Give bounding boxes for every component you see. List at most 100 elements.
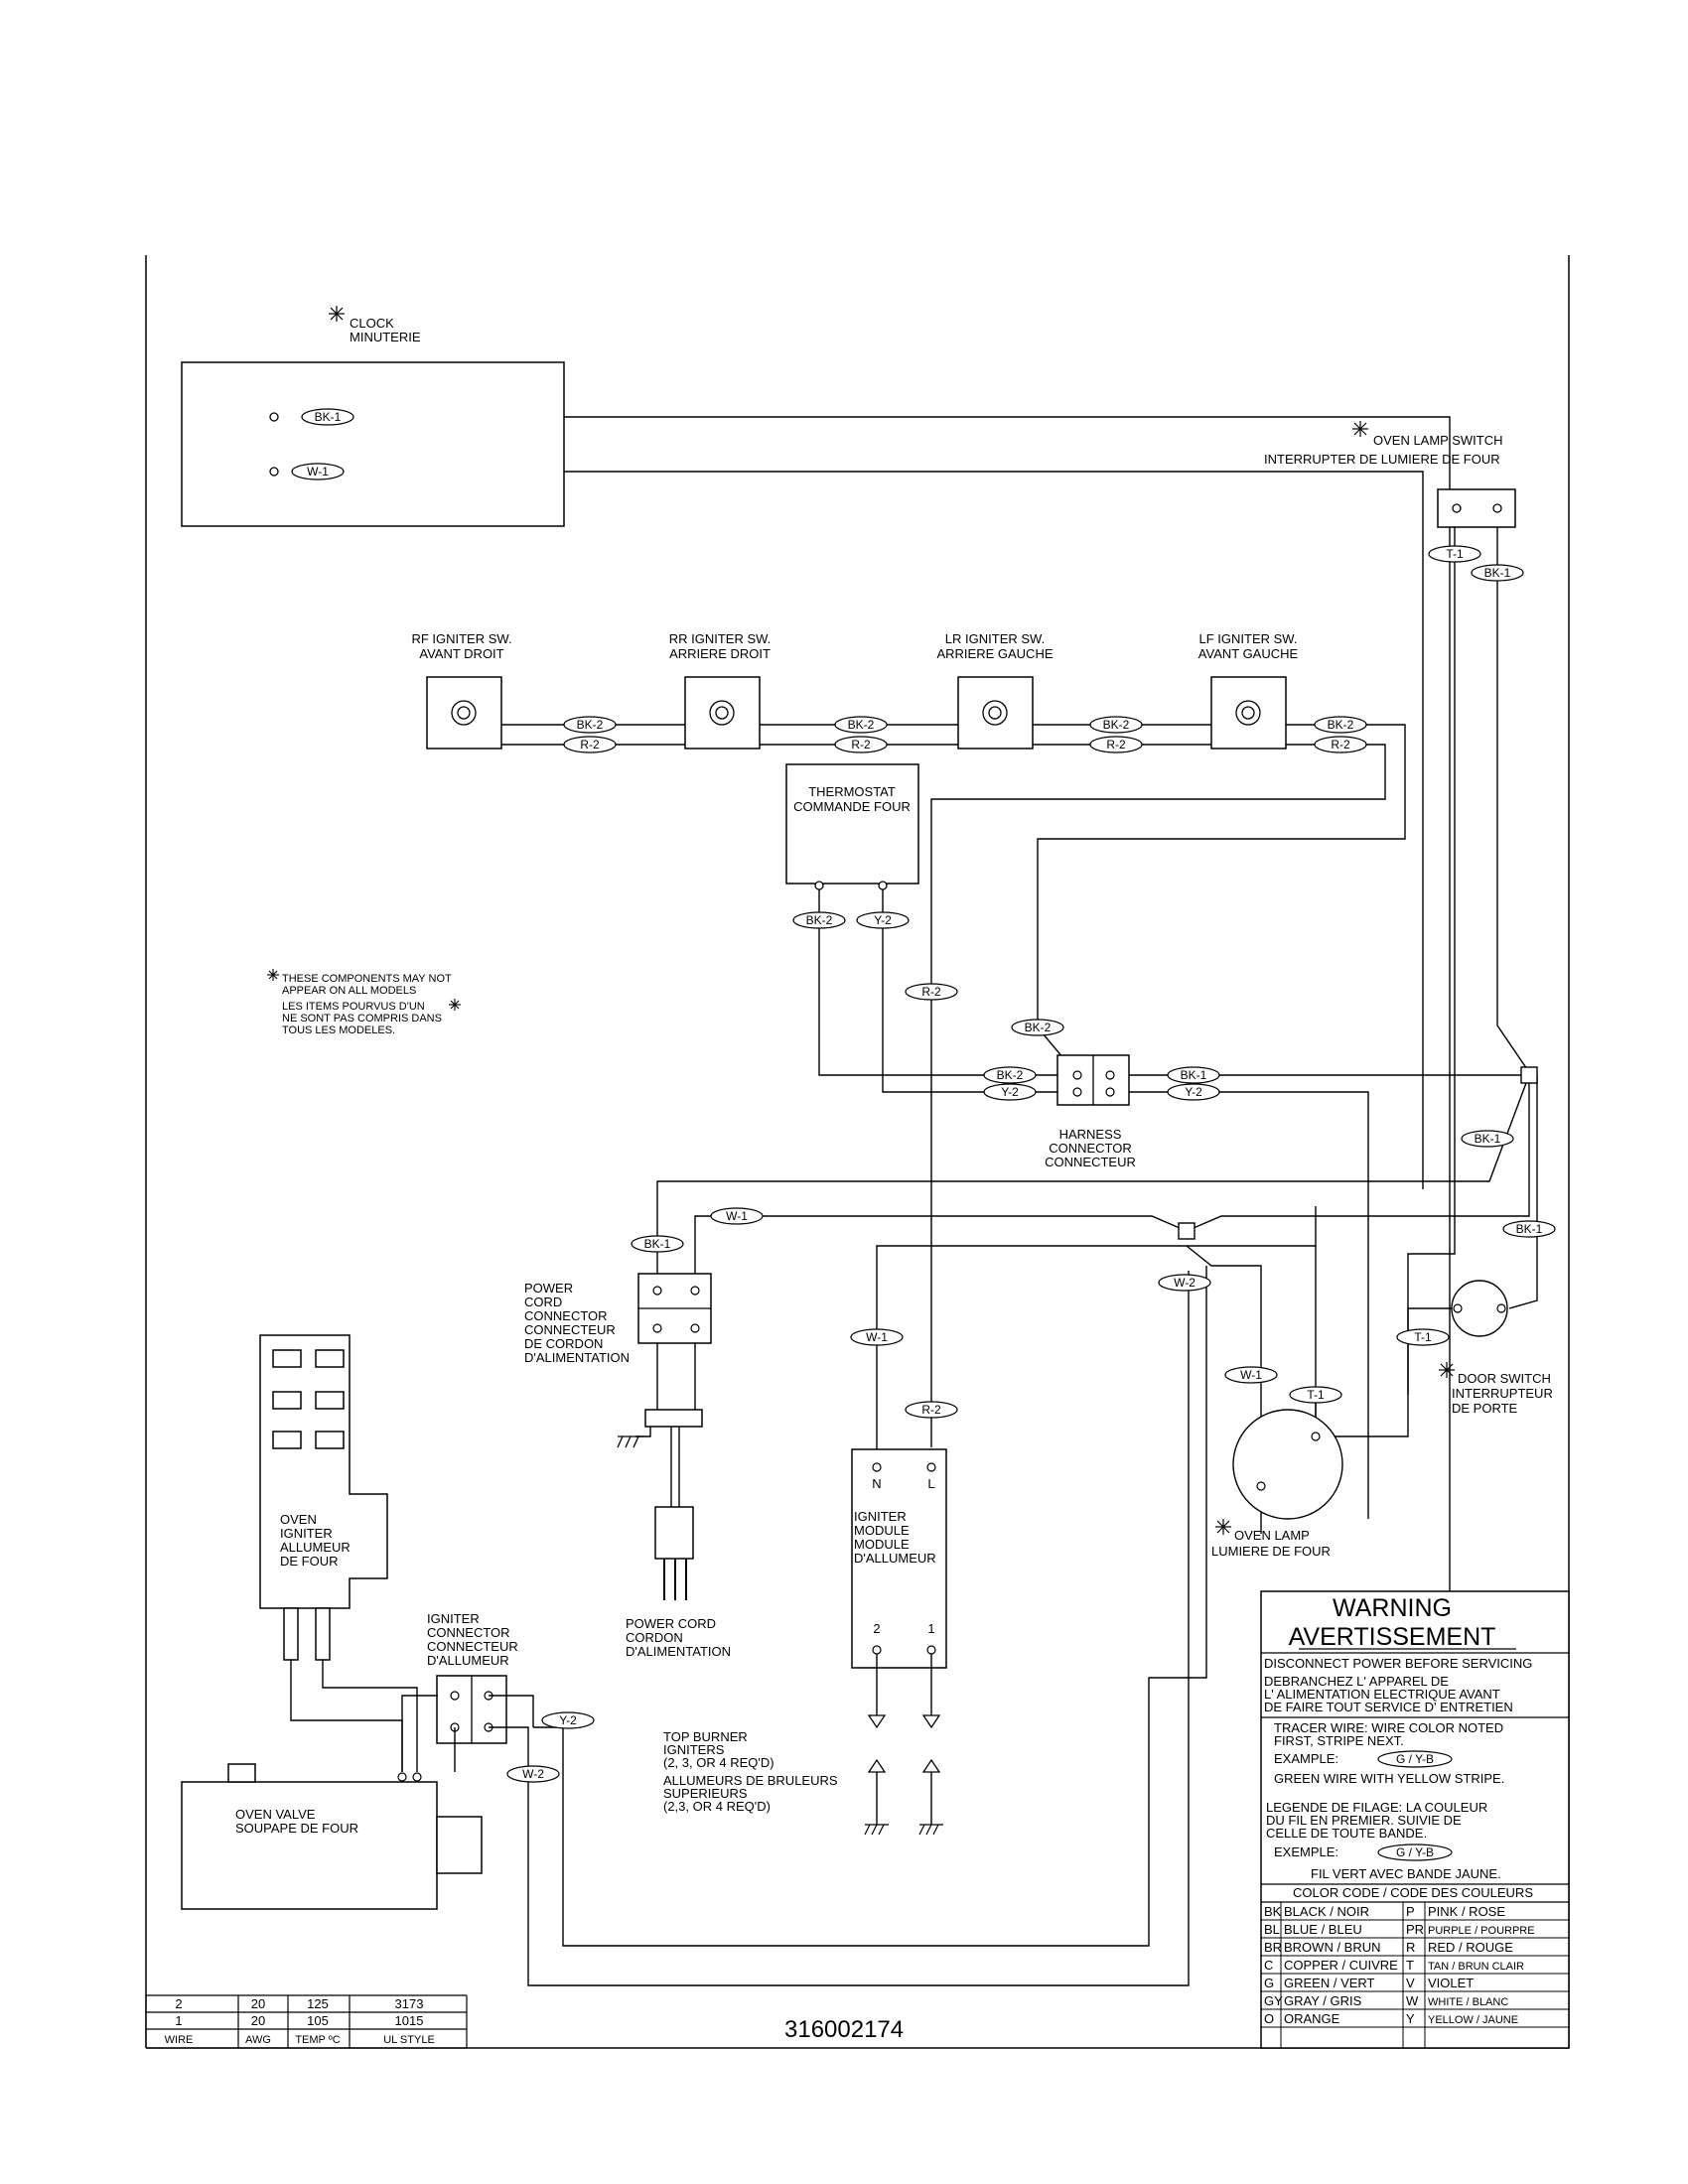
svg-text:BK-1: BK-1 [1516, 1222, 1543, 1236]
svg-text:EXAMPLE:: EXAMPLE: [1274, 1751, 1338, 1766]
lamp-switch-box [1437, 488, 1516, 528]
svg-text:BK-2: BK-2 [1025, 1021, 1052, 1034]
svg-text:W-2: W-2 [522, 1767, 544, 1781]
svg-text:BK-2: BK-2 [1103, 718, 1130, 732]
svg-text:BK-1: BK-1 [1484, 566, 1511, 580]
igniter-switches: RF IGNITER SW.AVANT DROIT RR IGNITER SW.… [411, 631, 1299, 750]
svg-text:R: R [1406, 1940, 1415, 1955]
svg-text:G: G [1264, 1976, 1274, 1990]
wire-tag-w2-mid: W-2 [1158, 1274, 1211, 1292]
svg-text:UL STYLE: UL STYLE [383, 2034, 435, 2046]
wire-tag-right-bk-a: BK-1 [1461, 1130, 1514, 1148]
svg-text:R-2: R-2 [1331, 738, 1350, 751]
svg-text:ORANGE: ORANGE [1284, 2011, 1340, 2026]
svg-text:Y: Y [1406, 2011, 1415, 2026]
svg-text:WIRE: WIRE [165, 2034, 194, 2046]
svg-text:BLACK / NOIR: BLACK / NOIR [1284, 1904, 1369, 1919]
color-code-row: C COPPER / CUIVRE T TAN / BRUN CLAIR [1261, 1958, 1569, 1975]
svg-text:Y-2: Y-2 [559, 1713, 577, 1727]
wire-tag-lamp-sw-t: T-1 [1428, 545, 1481, 563]
asterisk-icon [267, 969, 279, 981]
svg-text:RR IGNITER SW.ARRIERE DROIT: RR IGNITER SW.ARRIERE DROIT [669, 631, 772, 661]
wire-tag-w1-module: W-1 [850, 1328, 904, 1346]
svg-text:3173: 3173 [395, 1996, 424, 2011]
svg-text:W: W [1406, 1993, 1419, 2008]
wire-tag-bk2-vert: BK-2 [1011, 1019, 1064, 1036]
wire-tag-thermo-y: Y-2 [856, 911, 910, 929]
svg-text:TAN / BRUN CLAIR: TAN / BRUN CLAIR [1428, 1961, 1524, 1973]
svg-text:C: C [1264, 1958, 1273, 1973]
wire-tag-sw2-r: R-2 [834, 736, 888, 753]
svg-text:125: 125 [307, 1996, 329, 2011]
svg-text:V: V [1406, 1976, 1415, 1990]
svg-text:BR: BR [1264, 1940, 1282, 1955]
svg-text:W-1: W-1 [866, 1330, 888, 1344]
svg-text:BK-2: BK-2 [848, 718, 875, 732]
svg-text:2: 2 [175, 1996, 182, 2011]
svg-text:LR IGNITER SW.ARRIERE GAUCHE: LR IGNITER SW.ARRIERE GAUCHE [936, 631, 1053, 661]
svg-text:BL: BL [1264, 1922, 1280, 1937]
svg-text:1: 1 [175, 2013, 182, 2028]
svg-text:BK-2: BK-2 [577, 718, 604, 732]
svg-text:T-1: T-1 [1446, 547, 1464, 561]
wire-table-row: 1 20 105 1015 [175, 2013, 423, 2028]
wire-tags: BK-1W-1T-1BK-1BK-2R-2BK-2R-2BK-2R-2BK-2R… [291, 408, 1556, 1783]
svg-text:BK-2: BK-2 [997, 1068, 1024, 1082]
svg-text:GRAY / GRIS: GRAY / GRIS [1284, 1993, 1362, 2008]
wire-tag-power-w: W-1 [710, 1207, 764, 1225]
svg-text:LF IGNITER SW.AVANT GAUCHE: LF IGNITER SW.AVANT GAUCHE [1198, 631, 1299, 661]
rf-igniter-switch: RF IGNITER SW.AVANT DROIT [411, 631, 512, 750]
svg-text:T: T [1406, 1958, 1414, 1973]
svg-text:105: 105 [307, 2013, 329, 2028]
wire-tag-lamp-w: W-1 [1224, 1366, 1278, 1384]
wire-tag-harness-out-bk: BK-1 [1167, 1066, 1220, 1084]
wire-tag-lamp-sw-bk: BK-1 [1471, 564, 1524, 582]
ground-icon [864, 1824, 943, 1836]
svg-text:BK-1: BK-1 [315, 410, 342, 424]
svg-text:O: O [1264, 2011, 1274, 2026]
wire-tag-sw4-r: R-2 [1314, 736, 1367, 753]
svg-text:R-2: R-2 [851, 738, 871, 751]
part-number: 316002174 [784, 2016, 904, 2043]
svg-text:20: 20 [251, 2013, 265, 2028]
svg-text:R-2: R-2 [921, 1403, 941, 1417]
svg-text:R-2: R-2 [1106, 738, 1126, 751]
wire-tag-ign-w: W-2 [506, 1765, 560, 1783]
svg-text:Y-2: Y-2 [874, 913, 892, 927]
svg-text:AWG: AWG [245, 2034, 271, 2046]
svg-text:COPPER / CUIVRE: COPPER / CUIVRE [1284, 1958, 1398, 1973]
asterisk-icon [329, 306, 345, 322]
svg-text:T-1: T-1 [1307, 1388, 1325, 1402]
svg-text:W-1: W-1 [726, 1209, 748, 1223]
wire-tag-harness-in-bk: BK-2 [983, 1066, 1037, 1084]
lamp-switch-terminal-1 [1452, 503, 1462, 513]
svg-text:TEMP ºC: TEMP ºC [295, 2034, 340, 2046]
wire-tag-ign-y: Y-2 [541, 1711, 595, 1729]
wire-table-header: WIRE AWG TEMP ºC UL STYLE [165, 2034, 435, 2046]
svg-text:1015: 1015 [395, 2013, 424, 2028]
svg-text:BK-1: BK-1 [1475, 1132, 1501, 1146]
